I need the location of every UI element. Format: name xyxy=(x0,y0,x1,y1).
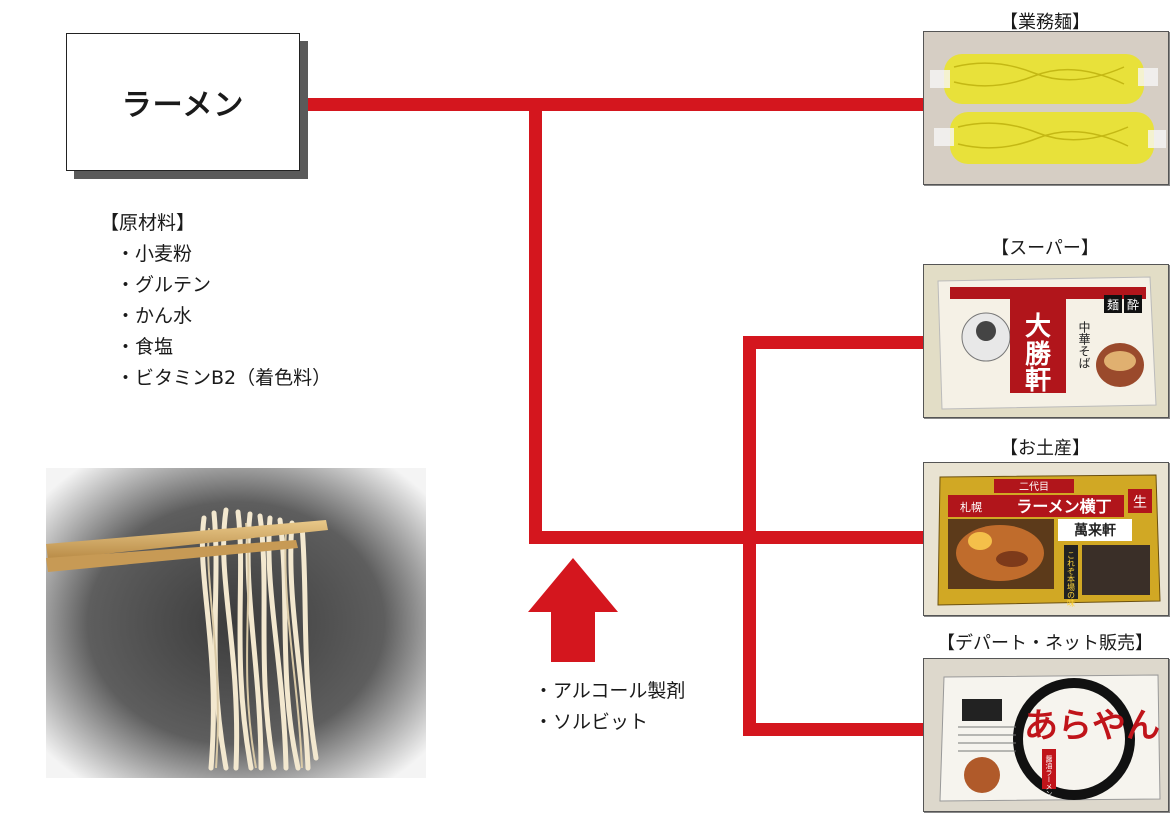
additive-item: ・ソルビット xyxy=(534,707,685,738)
package-text: 萬来軒 xyxy=(1074,522,1116,539)
flow-line-vertical-right xyxy=(743,336,756,736)
ingredients-heading: 【原材料】 xyxy=(100,208,331,239)
package-text: これぞ本場の味 xyxy=(1067,551,1076,608)
package-text: 酔 xyxy=(1127,297,1139,312)
package-text: 中華そば xyxy=(1077,320,1091,369)
package-text: 札幌 xyxy=(960,500,982,514)
package-text: 麺 xyxy=(1107,298,1119,312)
additives-list: ・アルコール製剤 ・ソルビット xyxy=(534,676,685,738)
ingredients-list: 【原材料】 ・小麦粉 ・グルテン ・かん水 ・食塩 ・ビタミンB2（着色料） xyxy=(100,208,331,394)
noodle-chopsticks-image xyxy=(46,468,426,778)
souvenir-box-image: 二代目 札幌 ラーメン横丁 生 萬来軒 これぞ本場の味 xyxy=(923,462,1169,616)
channel-label-supermarket: 【スーパー】 xyxy=(920,234,1170,260)
ingredient-item: ・ビタミンB2（着色料） xyxy=(116,363,331,394)
package-text: ラーメン横丁 xyxy=(1016,497,1111,516)
package-text: あらやん xyxy=(1024,706,1160,746)
supermarket-package-image: 大 勝 軒 中華そば 麺 酔 xyxy=(923,264,1169,418)
flow-line-main xyxy=(308,98,924,111)
main-product-box: ラーメン xyxy=(66,33,300,171)
additive-item: ・アルコール製剤 xyxy=(534,676,685,707)
ingredient-item: ・かん水 xyxy=(116,301,331,332)
package-text: 大 xyxy=(1025,312,1051,342)
channel-label-souvenir: 【お土産】 xyxy=(920,434,1170,460)
business-noodles-image xyxy=(923,31,1169,185)
ingredient-item: ・小麦粉 xyxy=(116,239,331,270)
flow-line-supermarket xyxy=(743,336,924,349)
package-text: 醤油ラーメン xyxy=(1045,754,1053,797)
ingredient-item: ・食塩 xyxy=(116,332,331,363)
flow-line-bottom xyxy=(529,531,924,544)
flow-line-department xyxy=(743,723,924,736)
package-text: 二代目 xyxy=(1019,481,1049,493)
package-text: 軒 xyxy=(1025,365,1051,396)
department-box-image: あらやん 醤油ラーメン xyxy=(923,658,1169,812)
flow-line-vertical-left xyxy=(529,98,542,544)
up-arrow-icon xyxy=(528,558,618,662)
main-product-label: ラーメン xyxy=(122,80,245,124)
package-text: 生 xyxy=(1133,495,1147,511)
channel-label-department-online: 【デパート・ネット販売】 xyxy=(920,629,1170,655)
ingredient-item: ・グルテン xyxy=(116,270,331,301)
